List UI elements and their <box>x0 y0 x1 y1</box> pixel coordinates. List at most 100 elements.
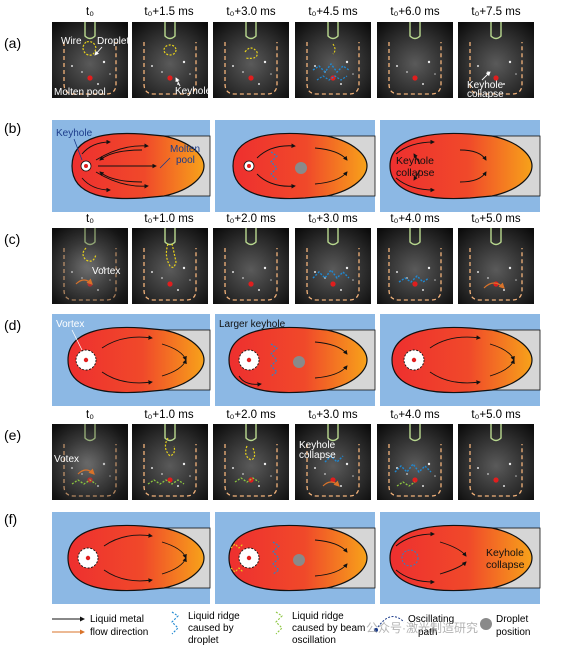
time-label: t₀ <box>86 6 94 18</box>
panel-d: (d) Vortex <box>4 314 541 406</box>
frame-c2 <box>131 227 209 305</box>
time-label: t₀+1.0 ms <box>144 213 193 225</box>
annotation-keyhole-collapse: Keyhole <box>467 80 504 91</box>
panel-label-b: (b) <box>4 120 21 136</box>
time-label: t₀+1.0 ms <box>144 409 193 421</box>
time-label: t₀+3.0 ms <box>308 409 357 421</box>
annotation-keyhole-collapse: Keyhole <box>396 155 434 167</box>
time-label: t₀+4.5 ms <box>308 6 357 18</box>
time-label: t₀ <box>86 213 94 225</box>
legend-oscillating-label: Oscillating <box>408 614 454 625</box>
schematic-d2: Larger keyhole <box>215 314 376 406</box>
time-label: t₀+3.0 ms <box>308 213 357 225</box>
panel-label-d: (d) <box>4 317 21 333</box>
schematic-b1: Keyhole Molten pool <box>52 120 211 212</box>
annotation-pointer <box>481 71 491 81</box>
panel-b: (b) Keyhole Molten pool <box>4 120 541 212</box>
legend-flow-label: Liquid metal <box>90 614 144 625</box>
annotation-larger-keyhole: Larger keyhole <box>219 319 286 330</box>
legend-swatch-blue-ridge <box>171 611 179 635</box>
legend-swatch-oscillating-path <box>375 616 405 631</box>
frame-e6 <box>457 423 535 501</box>
annotation-pointer <box>71 329 83 351</box>
panel-label-f: (f) <box>4 511 17 527</box>
schematic-b2 <box>215 120 376 212</box>
frame-c5 <box>376 227 454 305</box>
legend-ridge-droplet-label: Liquid ridge <box>188 611 240 622</box>
annotation-pointer <box>175 77 181 87</box>
legend-droplet-label: position <box>496 627 530 638</box>
annotation-keyhole: Keyhole <box>175 86 212 97</box>
legend-ridge-beam-label: Liquid ridge <box>292 611 344 622</box>
time-label: t₀+4.0 ms <box>390 409 439 421</box>
panel-label-a: (a) <box>4 35 21 51</box>
legend-droplet-label: Droplet <box>496 614 528 625</box>
legend-swatch-green-ridge <box>275 611 283 635</box>
annotation-molten-pool: pool <box>176 155 195 166</box>
annotation-molten-pool: Molten pool <box>54 87 106 98</box>
legend-ridge-beam-label: caused by beam <box>292 623 365 634</box>
time-label: t₀+5.0 ms <box>471 213 520 225</box>
frame-e3 <box>212 423 290 501</box>
frame-c4 <box>294 227 372 305</box>
frame-a4 <box>294 21 372 99</box>
legend: Liquid metal flow direction Liquid ridge… <box>52 611 530 646</box>
annotation-keyhole-collapse: collapse <box>467 89 504 100</box>
panel-label-e: (e) <box>4 427 21 443</box>
time-label: t₀+3.0 ms <box>226 6 275 18</box>
annotation-keyhole-collapse: collapse <box>299 450 336 461</box>
annotation-pointer <box>159 157 171 169</box>
annotation-droplet: Droplet <box>97 36 129 47</box>
legend-swatch-droplet <box>480 618 492 630</box>
schematic-d1: Vortex <box>52 314 211 406</box>
annotation-pointer <box>73 138 83 161</box>
frame-e5 <box>376 423 454 501</box>
panel-f: (f) <box>4 511 541 604</box>
schematic-f2 <box>215 512 376 604</box>
panel-c: (c) t₀ t₀+1.0 ms t₀+2.0 ms t₀+3.0 ms t₀+… <box>4 213 535 305</box>
frame-a2 <box>131 21 209 99</box>
panel-label-c: (c) <box>4 231 20 247</box>
legend-ridge-droplet-label: droplet <box>188 635 219 646</box>
annotation-vortex: Vortex <box>56 319 84 330</box>
legend-ridge-beam-label: oscillation <box>292 635 336 646</box>
time-label: t₀+7.5 ms <box>471 6 520 18</box>
legend-flow-label: flow direction <box>90 627 148 638</box>
annotation-keyhole: Keyhole <box>56 128 93 139</box>
schematic-f3: Keyhole collapse <box>380 512 541 604</box>
annotation-vortex: Votex <box>54 454 79 465</box>
annotation-keyhole-collapse: collapse <box>396 167 435 179</box>
frame-e2 <box>131 423 209 501</box>
panel-a: (a) t₀ t₀+1.5 ms t₀+3.0 ms t₀+4.5 ms t₀+… <box>4 6 535 100</box>
time-label: t₀+6.0 ms <box>390 6 439 18</box>
annotation-molten-pool: Molten <box>170 144 200 155</box>
panel-e: (e) t₀ t₀+1.0 ms t₀+2.0 ms t₀+3.0 ms t₀+… <box>4 409 535 501</box>
annotation-vortex: Vortex <box>92 266 120 277</box>
frame-c6 <box>457 227 535 305</box>
schematic-d3 <box>380 314 541 406</box>
frame-e4: Keyhole collapse <box>294 423 372 501</box>
legend-swatch-oscillating-dot <box>374 628 378 632</box>
legend-ridge-droplet-label: caused by <box>188 623 234 634</box>
frame-a3 <box>212 21 290 99</box>
time-label: t₀+5.0 ms <box>471 409 520 421</box>
time-label: t₀ <box>86 409 94 421</box>
legend-oscillating-label: path <box>418 627 437 638</box>
time-label: t₀+1.5 ms <box>144 6 193 18</box>
watermark: 公众号·激光制造研究 <box>366 620 478 635</box>
schematic-f1 <box>52 512 211 604</box>
annotation-pointer <box>94 46 103 56</box>
time-label: t₀+4.0 ms <box>390 213 439 225</box>
schematic-b3: Keyhole collapse <box>380 120 541 212</box>
time-label: t₀+2.0 ms <box>226 213 275 225</box>
frame-c1: Vortex <box>51 227 129 305</box>
time-label: t₀+2.0 ms <box>226 409 275 421</box>
frame-c3 <box>212 227 290 305</box>
frame-a5 <box>376 21 454 99</box>
annotation-keyhole-collapse: Keyhole <box>299 440 336 451</box>
annotation-wire: Wire <box>61 36 82 47</box>
frame-e1: Votex <box>51 423 129 501</box>
annotation-keyhole-collapse: Keyhole <box>486 547 524 559</box>
annotation-keyhole-collapse: collapse <box>486 559 525 571</box>
